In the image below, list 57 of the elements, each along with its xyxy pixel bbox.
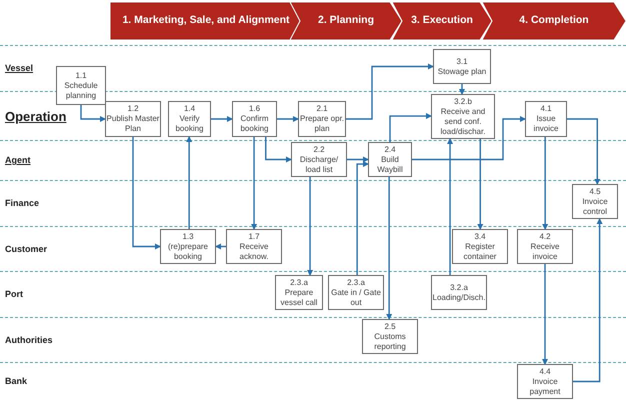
phase-header-banner: 2. Planning — [290, 2, 402, 40]
arrow — [251, 137, 258, 230]
process-box: 3.4 Register container — [452, 229, 508, 264]
arrow — [215, 244, 226, 250]
process-box: 1.2 Publish Master Plan — [105, 101, 161, 137]
swimlane — [0, 91, 626, 140]
lane-label: Operation — [5, 108, 66, 124]
arrow — [277, 116, 299, 122]
process-box: 1.1 Schedule planning — [56, 66, 106, 105]
arrow — [389, 113, 432, 142]
swimlane — [0, 140, 626, 180]
process-box: 3.1 Stowage plan — [433, 49, 491, 84]
lane-label: Bank — [5, 376, 28, 386]
phase-header-banner: 3. Execution — [392, 2, 492, 40]
arrow — [567, 118, 600, 185]
arrow — [477, 139, 484, 230]
process-box: 2.5 Customs reporting — [362, 319, 418, 354]
arrow — [132, 137, 161, 250]
process-box: 2.3.a Gate in / Gate out — [328, 275, 384, 310]
arrow — [186, 136, 192, 229]
arrow — [447, 138, 454, 275]
phase-header-banner: 4. Completion — [482, 2, 626, 40]
process-box: 2.3.a Prepare vessel call — [275, 275, 323, 310]
arrow — [211, 116, 233, 122]
process-box: 1.6 Confirm booking — [232, 101, 277, 137]
arrow — [356, 161, 369, 275]
swimlane — [0, 362, 626, 400]
process-box: 4.1 Issue invoice — [525, 101, 567, 137]
process-box: 4.2 Receive invoice — [517, 229, 573, 264]
lane-label: Port — [5, 289, 23, 299]
lane-label: Finance — [5, 198, 40, 208]
arrow — [542, 137, 548, 230]
process-box: 2.4 Build Waybill — [368, 142, 412, 177]
arrow — [459, 84, 465, 95]
arrow — [80, 105, 106, 122]
arrow — [573, 218, 603, 382]
process-box: 3.2.b Receive and send conf. load/dischar. — [431, 94, 495, 139]
lane-label: Customer — [5, 244, 48, 254]
process-box: 2.2 Discharge/ load list — [291, 142, 347, 177]
process-box: 4.5 Invoice control — [572, 184, 618, 219]
arrow — [412, 116, 526, 160]
lane-label: Vessel — [5, 63, 34, 73]
process-box: 1.7 Receive acknow. — [226, 229, 282, 264]
process-box: 1.3 (re)prepare booking — [160, 229, 216, 264]
process-box: 2.1 Prepare opr. plan — [298, 101, 346, 137]
arrow — [346, 64, 434, 120]
lane-label: Authorities — [5, 334, 53, 344]
process-box: 3.2.a Loading/Disch. — [431, 275, 487, 310]
arrow — [386, 177, 392, 320]
arrow — [347, 156, 369, 162]
arrow — [542, 264, 548, 365]
arrow — [265, 137, 292, 162]
phase-header-banner: 1. Marketing, Sale, and Alignment — [110, 2, 302, 40]
process-box: 4.4 Invoice payment — [517, 364, 573, 399]
arrow — [307, 177, 314, 276]
lane-label: Agent — [5, 155, 30, 165]
process-box: 1.4 Verify booking — [168, 101, 211, 137]
